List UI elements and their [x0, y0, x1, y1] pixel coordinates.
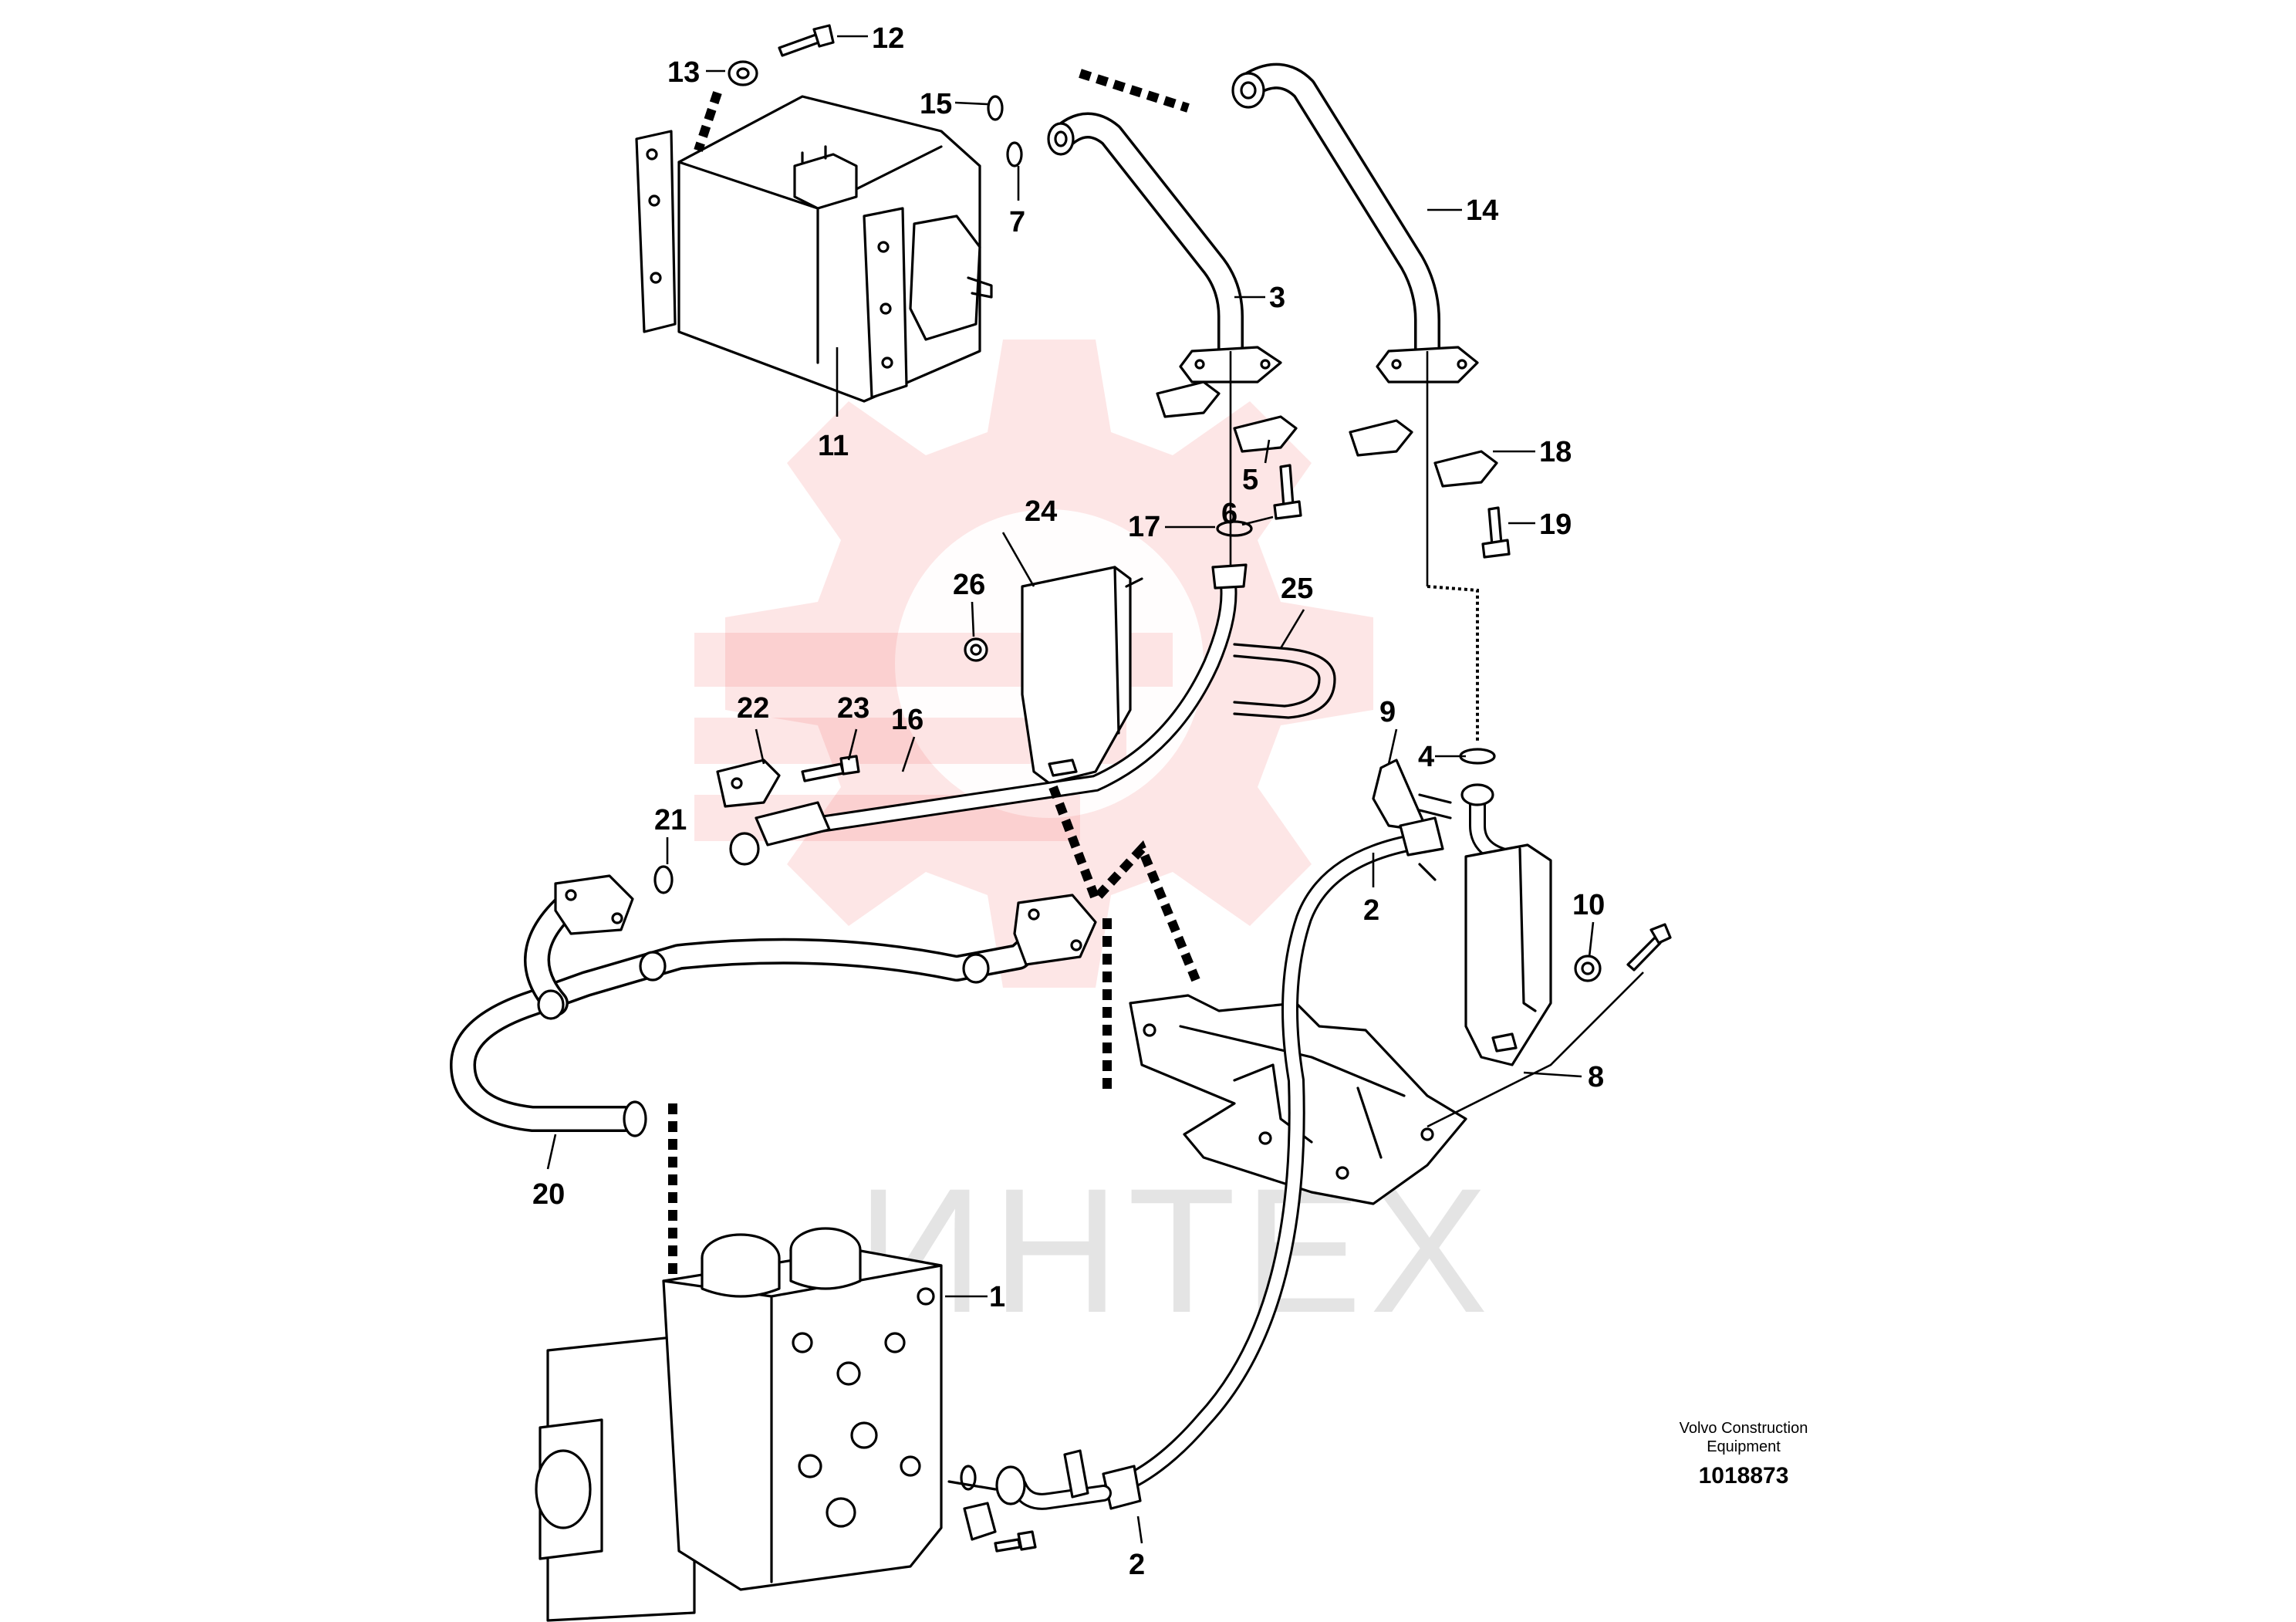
tank-part-11 [635, 95, 993, 403]
bolt-part-12 [778, 24, 835, 57]
flange-half-part-22 [716, 759, 781, 808]
pipe-part-14 [1231, 63, 1479, 384]
callout-7: 7 [1009, 206, 1025, 238]
hose-part-16 [755, 563, 1248, 846]
callout-18: 18 [1539, 436, 1572, 468]
fitting-part-9 [1372, 759, 1452, 881]
hose-part-2 [995, 816, 1444, 1510]
callout-17: 17 [1128, 511, 1160, 543]
document-info: Volvo Construction Equipment 1018873 [1680, 1420, 1808, 1489]
hose-end-fitting [729, 832, 760, 866]
connection-dashed-14 [1079, 69, 1190, 113]
callout-22: 22 [737, 692, 769, 725]
callout-8: 8 [1588, 1061, 1604, 1093]
bolt-part-23 [801, 755, 860, 782]
callout-14: 14 [1466, 194, 1498, 227]
callout-5: 5 [1242, 464, 1258, 496]
washer-part-13 [728, 60, 758, 86]
callout-9: 9 [1379, 696, 1396, 728]
document-number: 1018873 [1699, 1463, 1789, 1489]
o-ring-valve [960, 1465, 977, 1491]
o-ring-part-15 [987, 95, 1004, 121]
u-bolt-clamp-part-25 [1233, 643, 1336, 719]
brand-line-1: Volvo Construction [1680, 1420, 1808, 1437]
control-valve-part-1 [535, 1227, 1089, 1622]
bracket-part-24 [1021, 566, 1143, 785]
callout-26: 26 [953, 569, 985, 601]
bolt-part-6 [1273, 464, 1302, 520]
nut-part-26 [964, 637, 988, 662]
callout-16: 16 [891, 704, 923, 736]
elbow-fitting [1460, 783, 1513, 865]
leader-lines [546, 35, 1595, 1544]
o-ring-part-21 [653, 865, 674, 894]
callout-25: 25 [1281, 573, 1313, 605]
bracket-part-8 [1464, 843, 1552, 1066]
connection-dotted-14 [1427, 585, 1479, 741]
brand-line-2: Equipment [1707, 1438, 1781, 1455]
bolt-part-19 [1481, 506, 1511, 559]
callout-4: 4 [1418, 741, 1434, 773]
callout-2b: 2 [1129, 1549, 1145, 1581]
callout-10: 10 [1572, 889, 1605, 921]
flange-half-part-5 [1156, 380, 1298, 453]
callout-15: 15 [920, 88, 952, 120]
callout-6: 6 [1221, 498, 1237, 530]
flange-half-part-18 [1349, 419, 1498, 488]
bolt-part-10b [1626, 923, 1672, 972]
o-ring-part-17 [1216, 520, 1253, 537]
callout-labels: 12 13 15 7 3 14 11 5 18 17 6 19 24 26 25… [532, 22, 1605, 1581]
callout-1: 1 [989, 1281, 1005, 1313]
axis-line-10 [1427, 972, 1644, 1128]
callout-24: 24 [1025, 495, 1057, 528]
callout-13: 13 [667, 56, 700, 89]
nut-part-10 [1574, 955, 1602, 982]
connection-dashed-16 [1048, 785, 1200, 982]
o-ring-part-7 [1006, 141, 1023, 167]
pipe-part-20 [450, 874, 1097, 1137]
callout-19: 19 [1539, 509, 1572, 541]
callout-21: 21 [654, 804, 687, 836]
callout-20: 20 [532, 1178, 565, 1211]
callout-12: 12 [872, 22, 904, 55]
pipe-part-3 [1047, 112, 1282, 384]
callout-23: 23 [837, 692, 869, 725]
connection-dashed-13 [694, 91, 722, 152]
callout-11: 11 [818, 430, 849, 462]
callout-2a: 2 [1363, 894, 1379, 927]
callout-3: 3 [1269, 282, 1285, 314]
